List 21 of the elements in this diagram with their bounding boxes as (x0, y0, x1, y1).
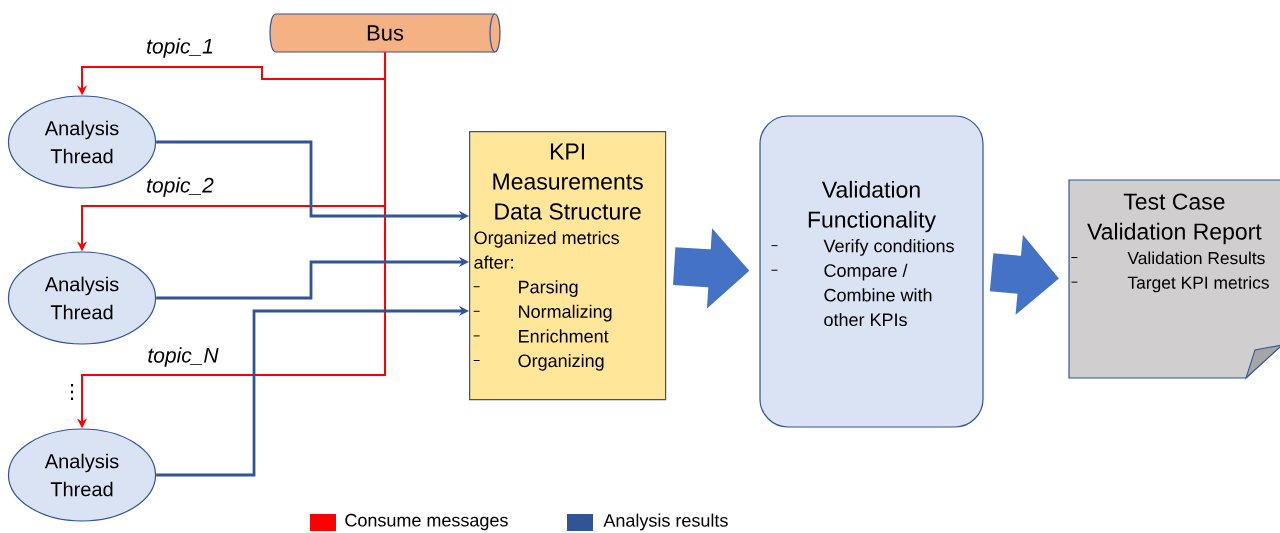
edge-label: topic_N (148, 347, 219, 367)
list-item: Parsing (473, 280, 578, 297)
ellipsis-mark: ⋮ (71, 383, 74, 401)
list-item: Enrichment (473, 329, 609, 343)
list-item: Validation Results (1070, 251, 1265, 265)
heading: KPI Measurements Data Structure (493, 143, 643, 220)
list-item: Compare / Combine with other KPIs (771, 263, 932, 327)
body-text: Organized metrics after: (474, 230, 619, 269)
list-item: Organizing (473, 353, 604, 371)
cylinder: Bus (269, 13, 501, 53)
heading: Test Case Validation Report (1087, 193, 1262, 245)
legend-label: Consume messages (345, 513, 508, 531)
heading: Validation Functionality (808, 180, 936, 233)
process-box (759, 115, 984, 428)
list-item: Verify conditions (771, 239, 954, 256)
data-structure-box (469, 131, 667, 401)
document-shape (1068, 179, 1280, 379)
edge-label: topic_1 (147, 38, 213, 58)
list-item: Normalizing (473, 304, 612, 322)
legend-label: Analysis results (603, 513, 728, 531)
list-item: Target KPI metrics (1070, 276, 1269, 293)
